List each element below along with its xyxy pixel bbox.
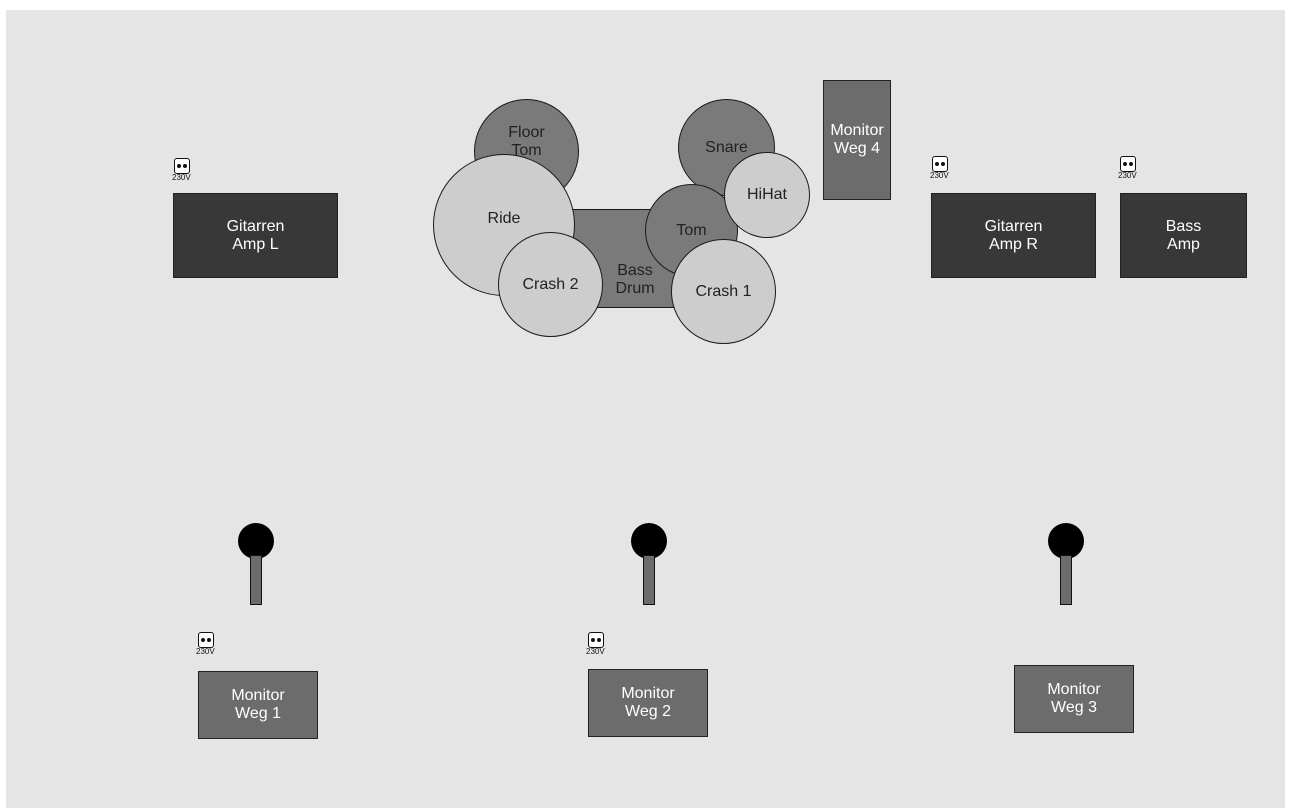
socket-face-icon xyxy=(588,632,604,648)
socket-face-icon xyxy=(1120,156,1136,172)
monitor-weg-3: Monitor Weg 3 xyxy=(1014,665,1134,733)
mic-head xyxy=(1048,523,1084,559)
mic-stand xyxy=(643,555,655,605)
socket-voltage-label: 230V xyxy=(930,171,949,180)
monitor-weg-2: Monitor Weg 2 xyxy=(588,669,708,737)
gitarren-amp-l: Gitarren Amp L xyxy=(173,193,338,278)
socket-face-icon xyxy=(932,156,948,172)
microphone-icon xyxy=(631,523,669,605)
socket-face-icon xyxy=(174,158,190,174)
socket-voltage-label: 230V xyxy=(586,647,605,656)
monitor-weg-4: Monitor Weg 4 xyxy=(823,80,891,200)
bass-amp: Bass Amp xyxy=(1120,193,1247,278)
power-socket-icon: 230V xyxy=(1118,156,1142,180)
microphone-icon xyxy=(238,523,276,605)
mic-stand xyxy=(1060,555,1072,605)
power-socket-icon: 230V xyxy=(930,156,954,180)
crash-2-cymbal: Crash 2 xyxy=(498,232,603,337)
bass-drum-label: Bass Drum xyxy=(615,262,655,297)
crash-1-cymbal: Crash 1 xyxy=(671,239,776,344)
mic-head xyxy=(631,523,667,559)
microphone-icon xyxy=(1048,523,1086,605)
gitarren-amp-r: Gitarren Amp R xyxy=(931,193,1096,278)
power-socket-icon: 230V xyxy=(586,632,610,656)
mic-head xyxy=(238,523,274,559)
hihat-cymbal: HiHat xyxy=(724,152,810,238)
socket-voltage-label: 230V xyxy=(1118,171,1137,180)
mic-stand xyxy=(250,555,262,605)
socket-face-icon xyxy=(198,632,214,648)
power-socket-icon: 230V xyxy=(196,632,220,656)
socket-voltage-label: 230V xyxy=(172,173,191,182)
socket-voltage-label: 230V xyxy=(196,647,215,656)
power-socket-icon: 230V xyxy=(172,158,196,182)
monitor-weg-1: Monitor Weg 1 xyxy=(198,671,318,739)
